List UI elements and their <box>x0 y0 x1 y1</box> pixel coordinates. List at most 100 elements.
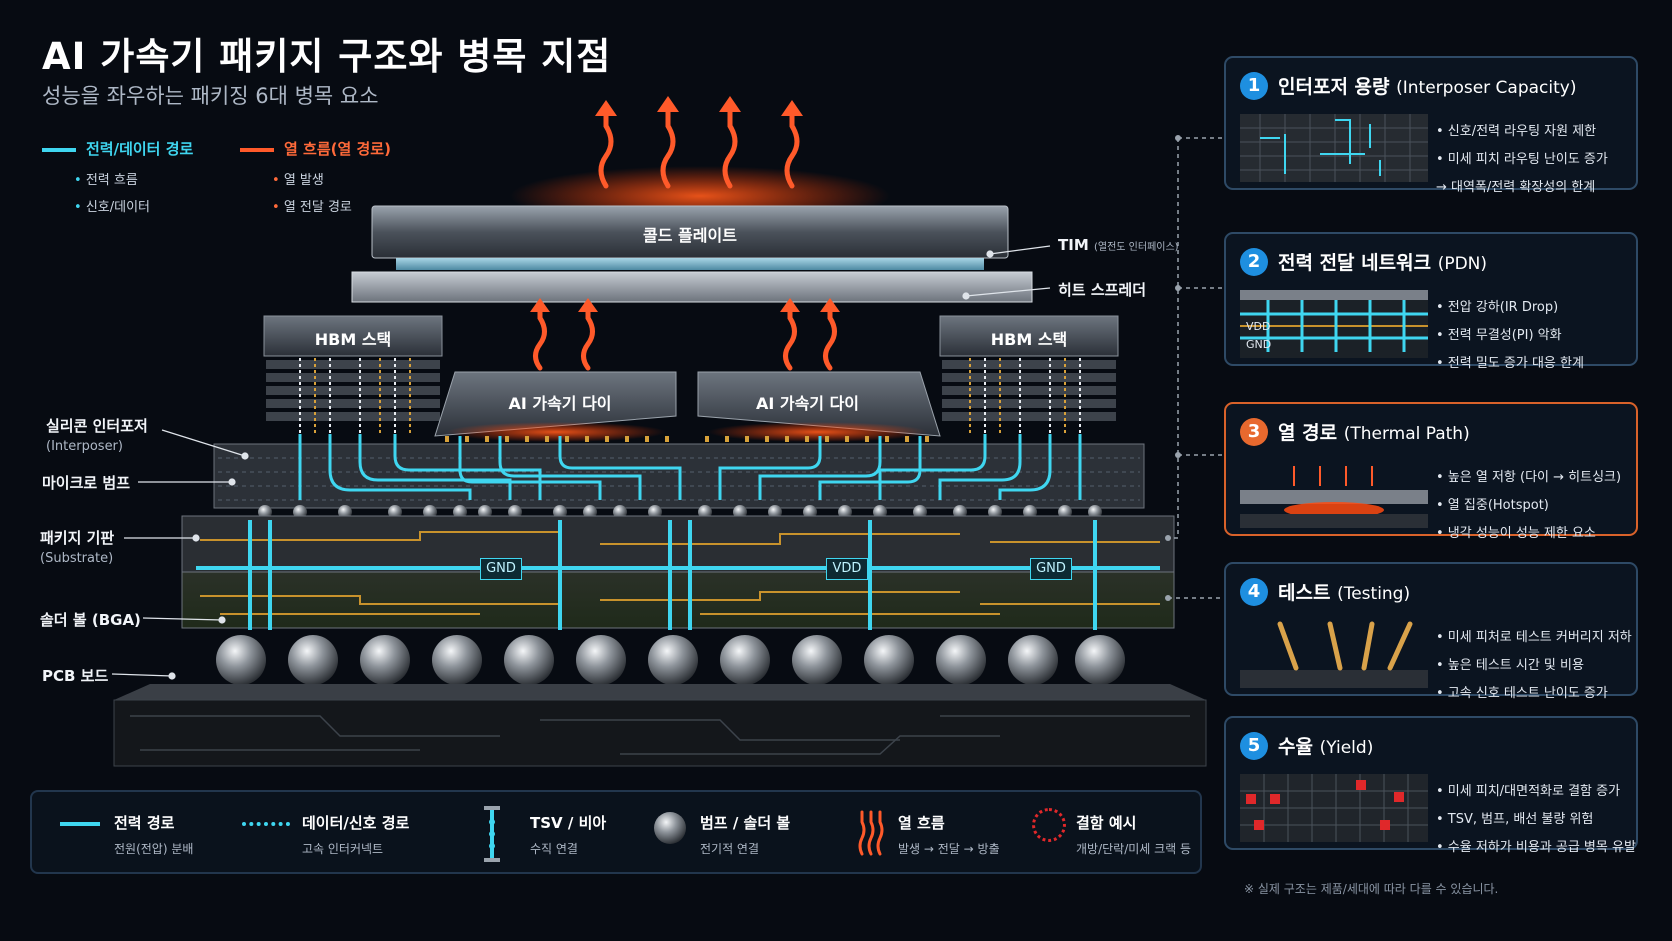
pcb-top-edge <box>114 684 1206 700</box>
defect-circle-icon <box>1032 808 1066 842</box>
heat-wave-icon <box>858 810 884 856</box>
pcb-board <box>113 699 1207 767</box>
page-title: AI 가속기 패키지 구조와 병목 지점 <box>42 35 612 78</box>
legend-sub: 고속 인터커넥트 <box>302 842 384 856</box>
panel-bullet: • 미세 피치 라우팅 난이도 증가 <box>1436 152 1608 167</box>
panel-title: 열 경로 (Thermal Path) <box>1278 422 1470 444</box>
panel-bullet: • 미세 피치/대면적화로 결함 증가 <box>1436 784 1621 799</box>
data-dots-icon <box>242 822 290 826</box>
panel-title: 수율 (Yield) <box>1278 736 1374 758</box>
legend-title: 전력 경로 <box>114 814 175 832</box>
panel-bullet: • 전력 무결성(PI) 악화 <box>1436 328 1562 343</box>
panel-bullet: • 전압 강하(IR Drop) <box>1436 300 1559 315</box>
substrate-vias <box>248 520 1097 630</box>
legend-power: 전력/데이터 경로 • 전력 흐름 • 신호/데이터 <box>42 138 193 215</box>
legend-heat-item-2: • 열 전달 경로 <box>272 200 352 215</box>
footnote: ※ 실제 구조는 제품/세대에 따라 다를 수 있습니다. <box>1244 882 1499 896</box>
panel-bullet: • 냉각 성능이 성능 제한 요소 <box>1436 526 1596 541</box>
interposer-grid-icon <box>1240 114 1428 182</box>
legend-title: 데이터/신호 경로 <box>302 814 410 832</box>
bottom-legend: 전력 경로 전원(전압) 분배 데이터/신호 경로 고속 인터커넥트 TSV /… <box>30 790 1202 874</box>
panel-thermal-path: 3 열 경로 (Thermal Path) • 높은 열 저항 (다이 → 히트… <box>1224 402 1638 541</box>
panel-title: 테스트 (Testing) <box>1278 582 1411 604</box>
ai-die-right <box>697 371 941 437</box>
ball-icon <box>654 812 686 844</box>
panel-pdn: 2 전력 전달 네트워크 (PDN) VDD GND • 전압 강하(IR Dr… <box>1224 232 1638 371</box>
microbump-label: 마이크로 범프 <box>42 474 131 492</box>
panel-bullet: → 대역폭/전력 확장성의 한계 <box>1436 180 1596 195</box>
pdn-vdd-label: VDD <box>1246 320 1271 333</box>
legend-sub: 전원(전압) 분배 <box>114 842 194 856</box>
interposer-routes <box>298 434 1082 500</box>
panel-bullet: • TSV, 범프, 배선 불량 위험 <box>1436 812 1594 827</box>
wafer-defect-grid-icon <box>1240 774 1428 842</box>
panel-number: 4 <box>1240 578 1268 606</box>
heat-spreader <box>351 271 1033 303</box>
gnd-tag-2: GND <box>1030 558 1072 580</box>
panel-yield: 5 수율 (Yield) • 미세 피치/대면적화로 결함 증가 • TSV, … <box>1224 716 1638 855</box>
panel-bullet: • 신호/전력 라우팅 자원 제한 <box>1436 124 1597 139</box>
power-line-icon <box>42 147 76 152</box>
panel-bullet: • 미세 피처로 테스트 커버리지 저하 <box>1436 630 1632 645</box>
solder-label: 솔더 볼 (BGA) <box>40 611 141 629</box>
panel-bullet: • 열 집중(Hotspot) <box>1436 498 1549 513</box>
gnd-tag-1: GND <box>480 558 522 580</box>
vdd-tag: VDD <box>826 558 868 580</box>
pcb-label: PCB 보드 <box>42 667 109 685</box>
power-line-icon <box>60 822 100 826</box>
legend-power-head: 전력/데이터 경로 <box>86 140 194 158</box>
legend-power-item-1: • 전력 흐름 <box>74 173 138 188</box>
pdn-plane-icon <box>1240 290 1428 358</box>
bga-solder-balls <box>216 635 1125 685</box>
ai-die-left <box>434 371 677 437</box>
cold-plate-label: 콜드 플레이트 <box>643 226 737 245</box>
legend-heat: 열 흐름(열 경로) • 열 발생 • 열 전달 경로 <box>240 138 391 215</box>
panel-bullet: • 수율 저하가 비용과 공급 병목 유발 <box>1436 840 1636 855</box>
heat-arrows-middle <box>533 307 837 371</box>
die-left-label: AI 가속기 다이 <box>508 394 612 413</box>
legend-power-item-2: • 신호/데이터 <box>74 200 150 215</box>
hbm-stack-left <box>263 315 443 434</box>
test-probe-icon <box>1240 621 1428 688</box>
tim-layer <box>396 258 984 270</box>
legend-title: 열 흐름 <box>898 814 945 832</box>
microbumps <box>445 436 929 442</box>
legend-heat-item-1: • 열 발생 <box>272 173 324 188</box>
heat-arrows-top <box>598 107 800 189</box>
legend-sub: 수직 연결 <box>530 842 578 856</box>
panel-number: 1 <box>1240 72 1268 100</box>
panel-title: 전력 전달 네트워크 (PDN) <box>1278 252 1488 274</box>
legend-sub: 발생 → 전달 → 방출 <box>898 842 1000 856</box>
panel-testing: 4 테스트 (Testing) • 미세 피처로 테스트 커버리지 저하 • 높… <box>1224 562 1638 701</box>
substrate-traces <box>200 531 1160 615</box>
thermal-hotspot-icon <box>1240 466 1428 528</box>
heat-spreader-label: 히트 스프레더 <box>1058 281 1147 299</box>
hbm-stack-right <box>939 315 1119 434</box>
panel-bullet: • 높은 열 저항 (다이 → 히트싱크) <box>1436 470 1622 485</box>
legend-title: 범프 / 솔더 볼 <box>700 814 791 832</box>
legend-title: TSV / 비아 <box>530 814 607 832</box>
hbm-right-label: HBM 스택 <box>990 330 1068 349</box>
legend-heat-head: 열 흐름(열 경로) <box>284 140 391 158</box>
tsv-icon <box>484 806 500 862</box>
page-subtitle: 성능을 좌우하는 패키징 6대 병목 요소 <box>42 84 379 108</box>
interposer-label: 실리콘 인터포저(Interposer) <box>46 417 148 454</box>
legend-title: 결함 예시 <box>1076 814 1137 832</box>
panel-number: 3 <box>1240 418 1268 446</box>
tim-label: TIM (열전도 인터페이스) <box>1058 236 1179 254</box>
heat-line-icon <box>240 147 274 152</box>
panel-number: 2 <box>1240 248 1268 276</box>
hbm-left-label: HBM 스택 <box>314 330 392 349</box>
panel-number: 5 <box>1240 732 1268 760</box>
panel-title: 인터포저 용량 (Interposer Capacity) <box>1278 76 1577 98</box>
legend-sub: 전기적 연결 <box>700 842 760 856</box>
panel-bullet: • 전력 밀도 증가 대응 한계 <box>1436 356 1584 371</box>
pdn-gnd-label: GND <box>1246 338 1272 351</box>
panel-bullet: • 높은 테스트 시간 및 비용 <box>1436 658 1584 673</box>
die-right-label: AI 가속기 다이 <box>755 394 860 413</box>
substrate-label: 패키지 기판(Substrate) <box>40 529 115 566</box>
legend-sub: 개방/단락/미세 크랙 등 <box>1076 842 1192 856</box>
panel-bullet: • 고속 신호 테스트 난이도 증가 <box>1436 686 1608 701</box>
panel-interposer-capacity: 1 인터포저 용량 (Interposer Capacity) • 신호/전력 … <box>1224 56 1638 195</box>
